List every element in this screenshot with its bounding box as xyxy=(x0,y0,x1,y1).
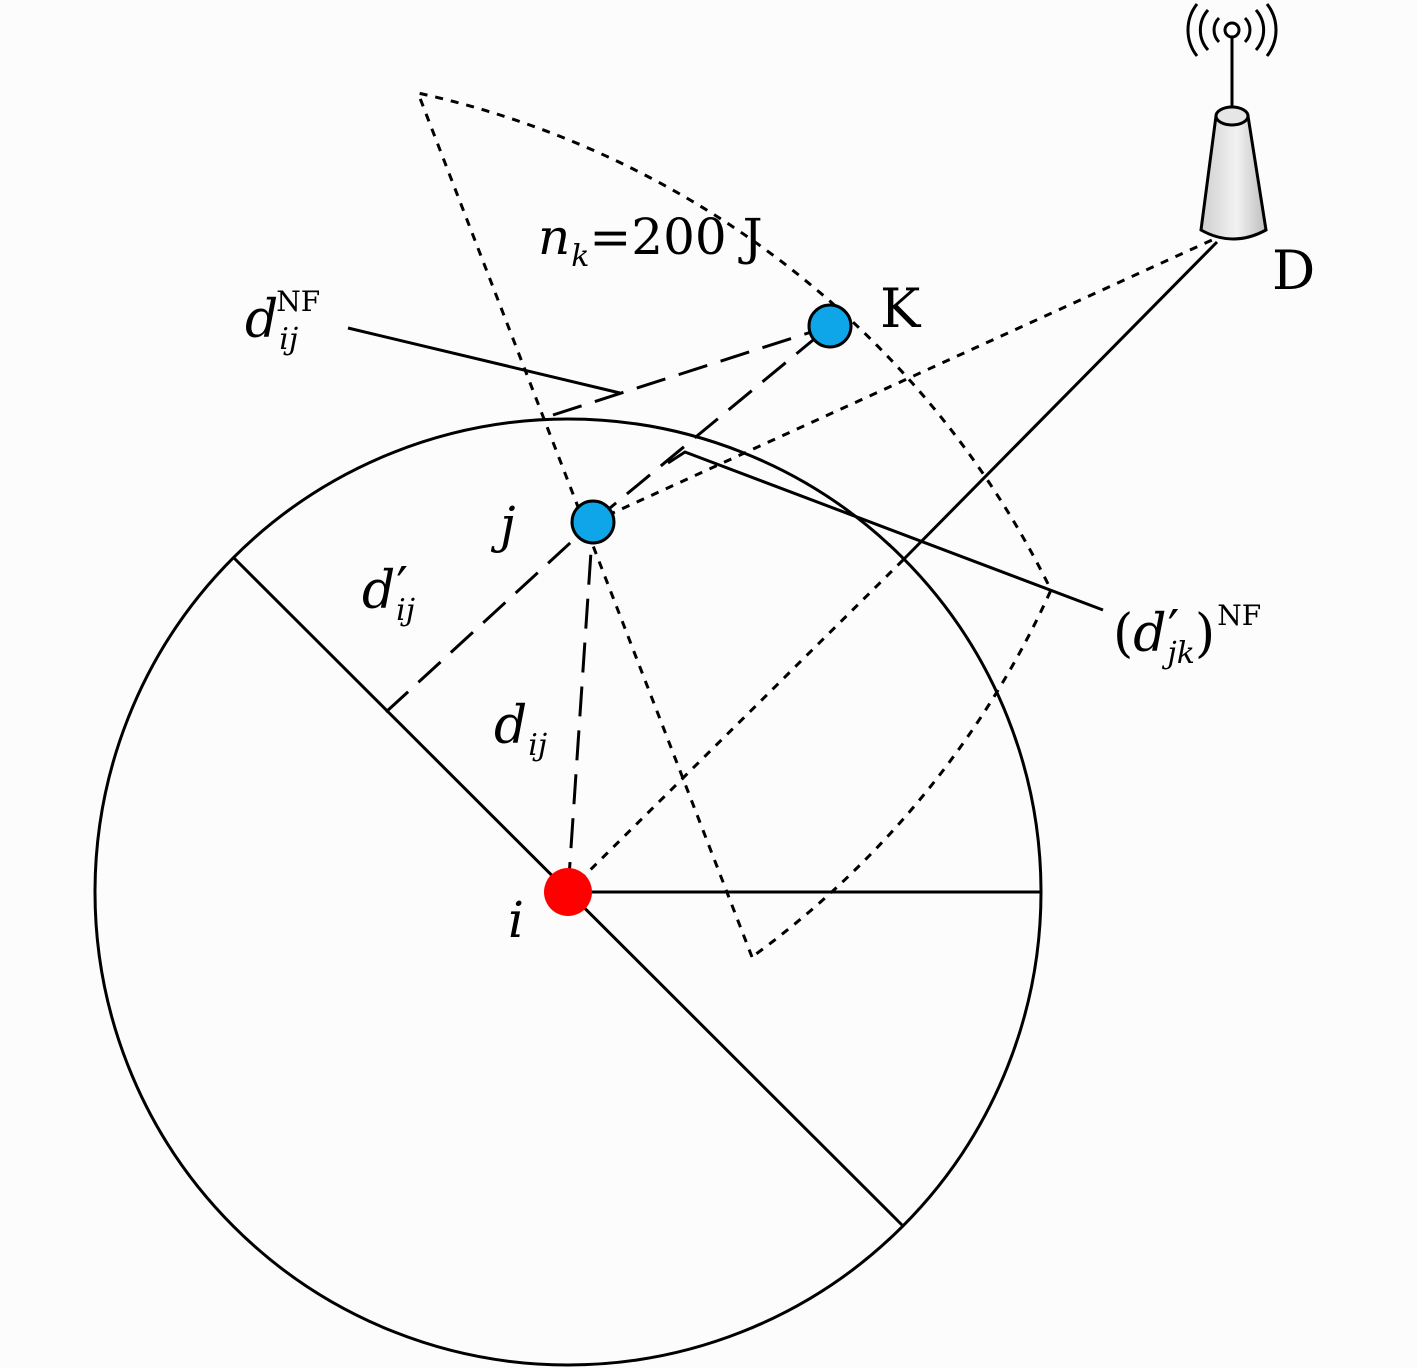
d-ij-nf-sub: ij xyxy=(279,322,299,357)
base-station-antenna-icon xyxy=(1186,3,1278,241)
d-ij-var: d xyxy=(494,696,528,756)
leader-line-d-jk-prime-nf xyxy=(667,450,1104,612)
solid-link-to-d xyxy=(901,240,1219,562)
energy-var: n xyxy=(538,208,571,266)
d-ij-nf-label: dij NF xyxy=(245,288,320,355)
dashed-nf-projection-k xyxy=(552,324,831,417)
d-jk-sub: jk xyxy=(1167,636,1195,671)
d-ij-prime-label: d′ij xyxy=(362,561,415,626)
d-ij-nf-var: d xyxy=(245,290,279,350)
node-i xyxy=(544,868,592,916)
d-ij-nf-sup: NF xyxy=(276,285,321,318)
node-j-label: j xyxy=(500,496,516,554)
paren-close: ) xyxy=(1194,604,1216,664)
node-i-label: i xyxy=(508,891,524,949)
paren-open: ( xyxy=(1113,604,1134,664)
dashed-d-ij xyxy=(566,521,595,893)
node-j xyxy=(570,499,616,545)
d-ij-prime-var: d xyxy=(362,561,396,621)
dashed-link-j-to-k xyxy=(592,324,831,524)
sector-boundary xyxy=(415,90,1053,960)
d-jk-sup: NF xyxy=(1217,599,1262,632)
dotted-link-j-to-d xyxy=(592,238,1213,524)
energy-label: nk=200 J xyxy=(538,212,763,272)
node-k-label: K xyxy=(880,277,921,340)
d-ij-sub: ij xyxy=(528,728,548,763)
node-k xyxy=(807,303,853,349)
energy-value: =200 J xyxy=(589,208,763,266)
d-jk-var: d xyxy=(1133,604,1167,664)
d-ij-label: dij xyxy=(494,700,547,761)
dashed-d-ij-prime xyxy=(384,520,595,714)
d-jk-prime-mark: ′ xyxy=(1167,600,1180,660)
d-ij-prime-sub: ij xyxy=(396,593,416,628)
d-ij-prime-mark: ′ xyxy=(396,557,409,617)
leader-line-d-ij-nf xyxy=(347,326,621,395)
energy-sub: k xyxy=(571,239,590,274)
node-d-label: D xyxy=(1272,239,1316,302)
d-jk-prime-nf-label: (d′jk)NF xyxy=(1113,602,1261,669)
